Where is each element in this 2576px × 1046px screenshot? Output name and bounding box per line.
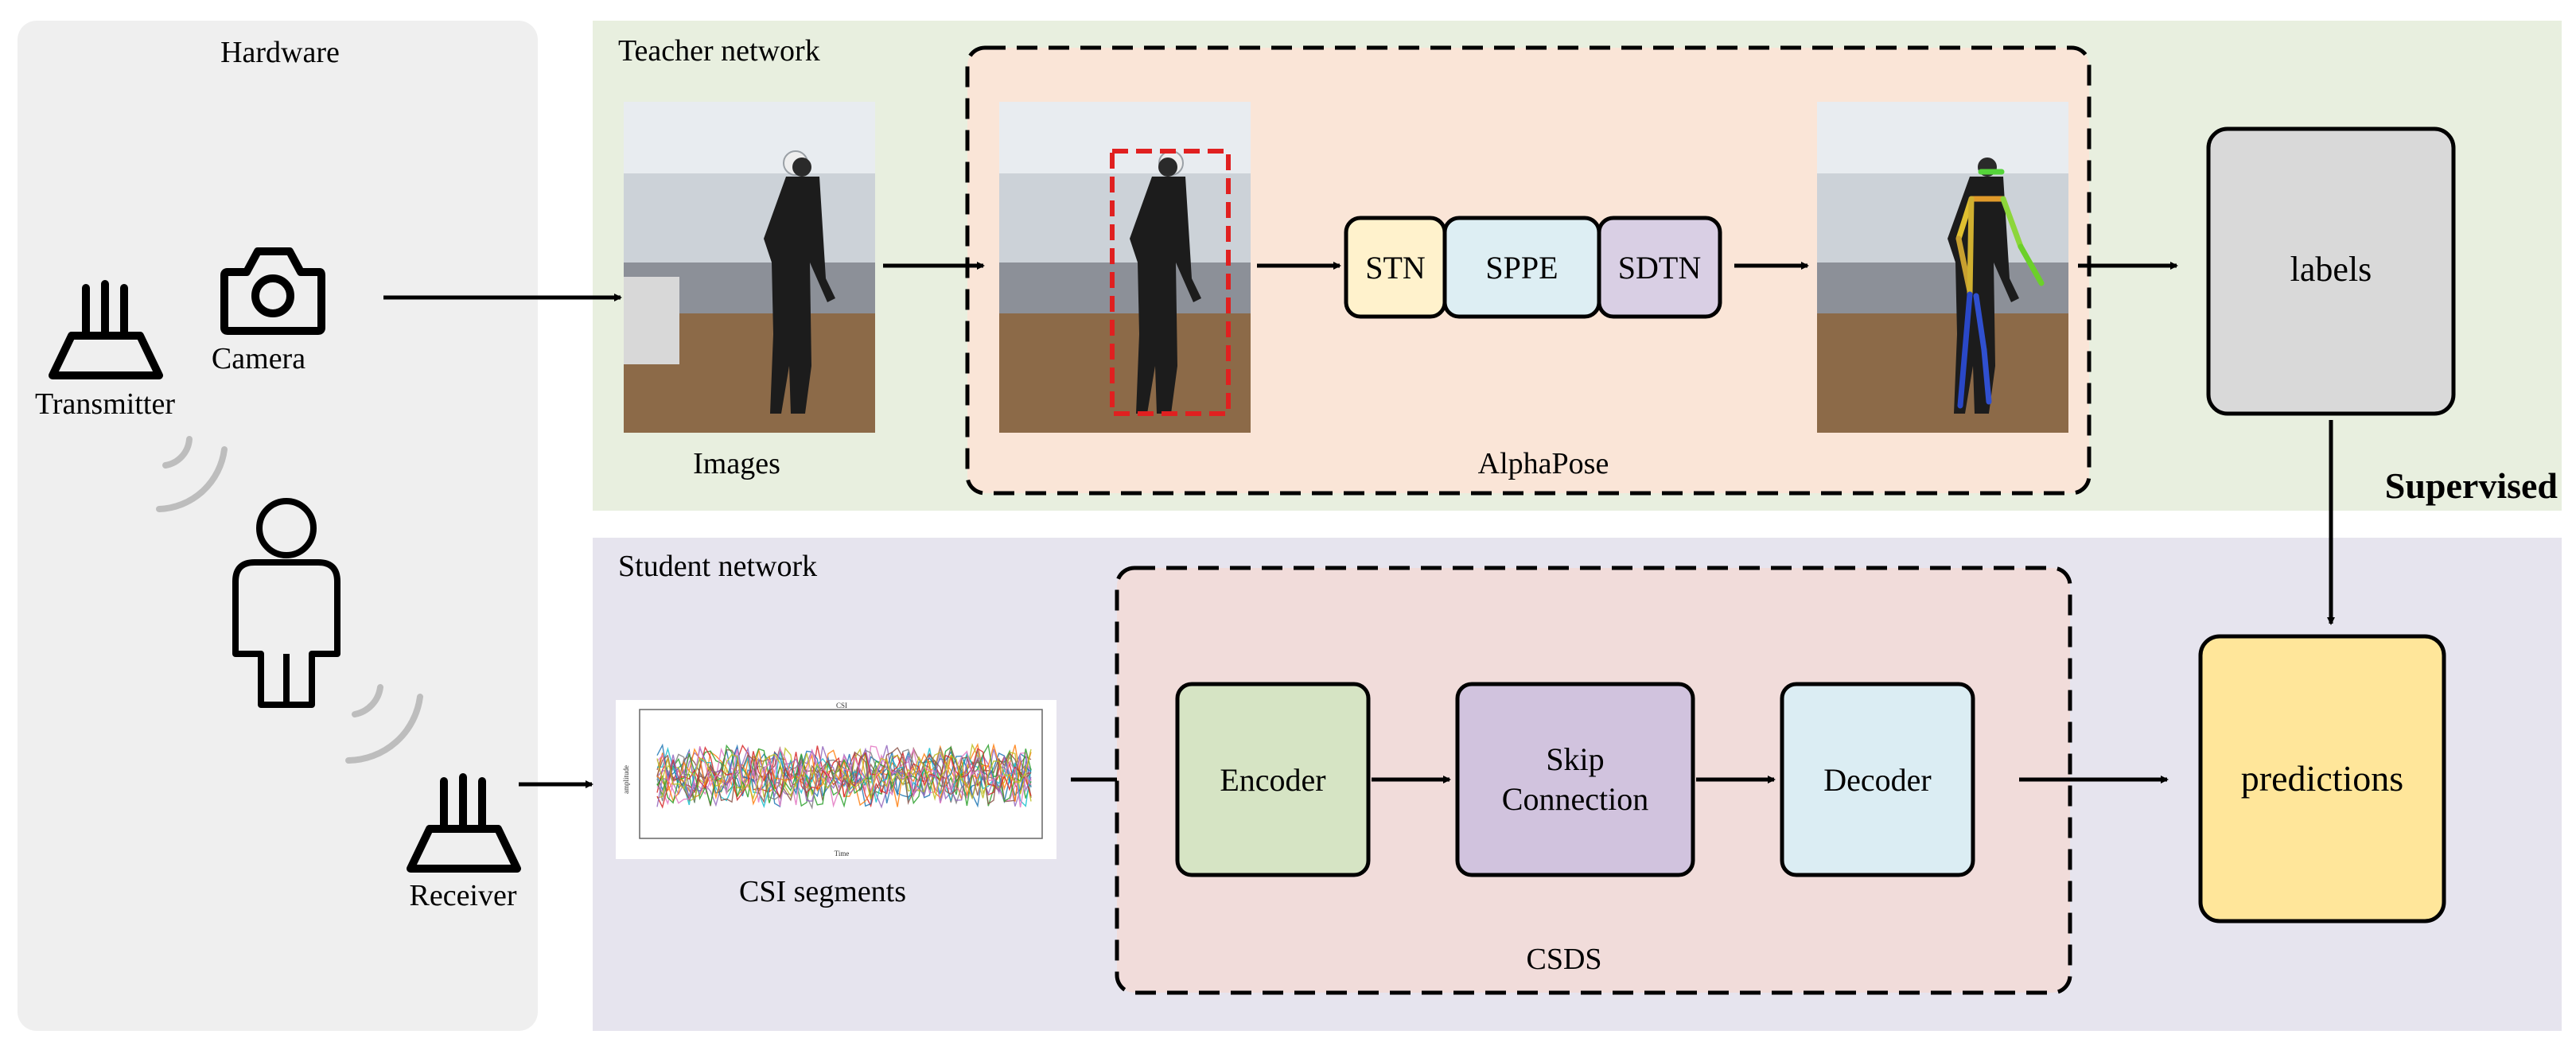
images-label: Images	[693, 447, 780, 480]
sdtn-module-box	[1597, 216, 1722, 319]
images-photo	[624, 102, 875, 433]
teacher-title: Teacher network	[618, 34, 820, 68]
stn-module-label: STN	[1365, 250, 1426, 286]
camera-icon	[220, 247, 325, 335]
transmitter-icon	[49, 280, 163, 379]
person-icon	[232, 498, 340, 708]
csi-waveforms	[656, 742, 1032, 810]
person-bounding-box	[1110, 149, 1231, 416]
sdtn-module-label: SDTN	[1618, 250, 1701, 286]
alphapose-label: AlphaPose	[1478, 447, 1609, 480]
csi-waveform-line	[656, 746, 1032, 808]
pose-skeleton	[1955, 169, 2045, 409]
decoder-box	[1780, 682, 1975, 877]
wifi-signal-icon-top	[156, 436, 228, 512]
csi-plot-title: CSI	[836, 702, 847, 710]
encoder-box	[1175, 682, 1371, 877]
csi-plot-ylabel: amplitude	[622, 765, 630, 794]
receiver-icon	[407, 773, 521, 873]
csi-plot: CSI Time amplitude	[616, 700, 1056, 859]
student-title: Student network	[618, 550, 817, 583]
sppe-module-label: SPPE	[1485, 250, 1558, 286]
hardware-title: Hardware	[220, 36, 340, 69]
csi-waveform-line	[656, 745, 1032, 805]
transmitter-label: Transmitter	[35, 387, 175, 421]
csi-plot-xlabel: Time	[835, 850, 850, 857]
csi-waveform-line	[656, 748, 1032, 809]
skip-text-line2: Connection	[1502, 781, 1648, 817]
encoder-text: Encoder	[1220, 762, 1325, 798]
receiver-label: Receiver	[409, 879, 516, 912]
detection-photo	[999, 102, 1251, 433]
csi-waveform-line	[656, 743, 1032, 807]
csi-segments-label: CSI segments	[739, 875, 906, 908]
hardware-panel	[18, 21, 538, 1031]
decoder-text: Decoder	[1823, 762, 1931, 798]
wifi-signal-icon-bottom	[345, 684, 423, 764]
alphapose-modules: STN SPPE SDTN	[1344, 216, 1722, 319]
csds-label: CSDS	[1526, 943, 1601, 976]
skip-connection-box	[1455, 682, 1695, 877]
predictions-text: predictions	[2241, 758, 2403, 799]
predictions-box	[2198, 634, 2446, 924]
csi-waveform-line	[656, 749, 1032, 802]
labels-box	[2206, 126, 2456, 416]
supervised-label: Supervised	[2385, 465, 2558, 506]
skip-text-line1: Skip	[1546, 741, 1604, 777]
camera-label: Camera	[212, 342, 305, 375]
labels-text: labels	[2290, 250, 2372, 289]
pose-photo	[1817, 102, 2068, 433]
